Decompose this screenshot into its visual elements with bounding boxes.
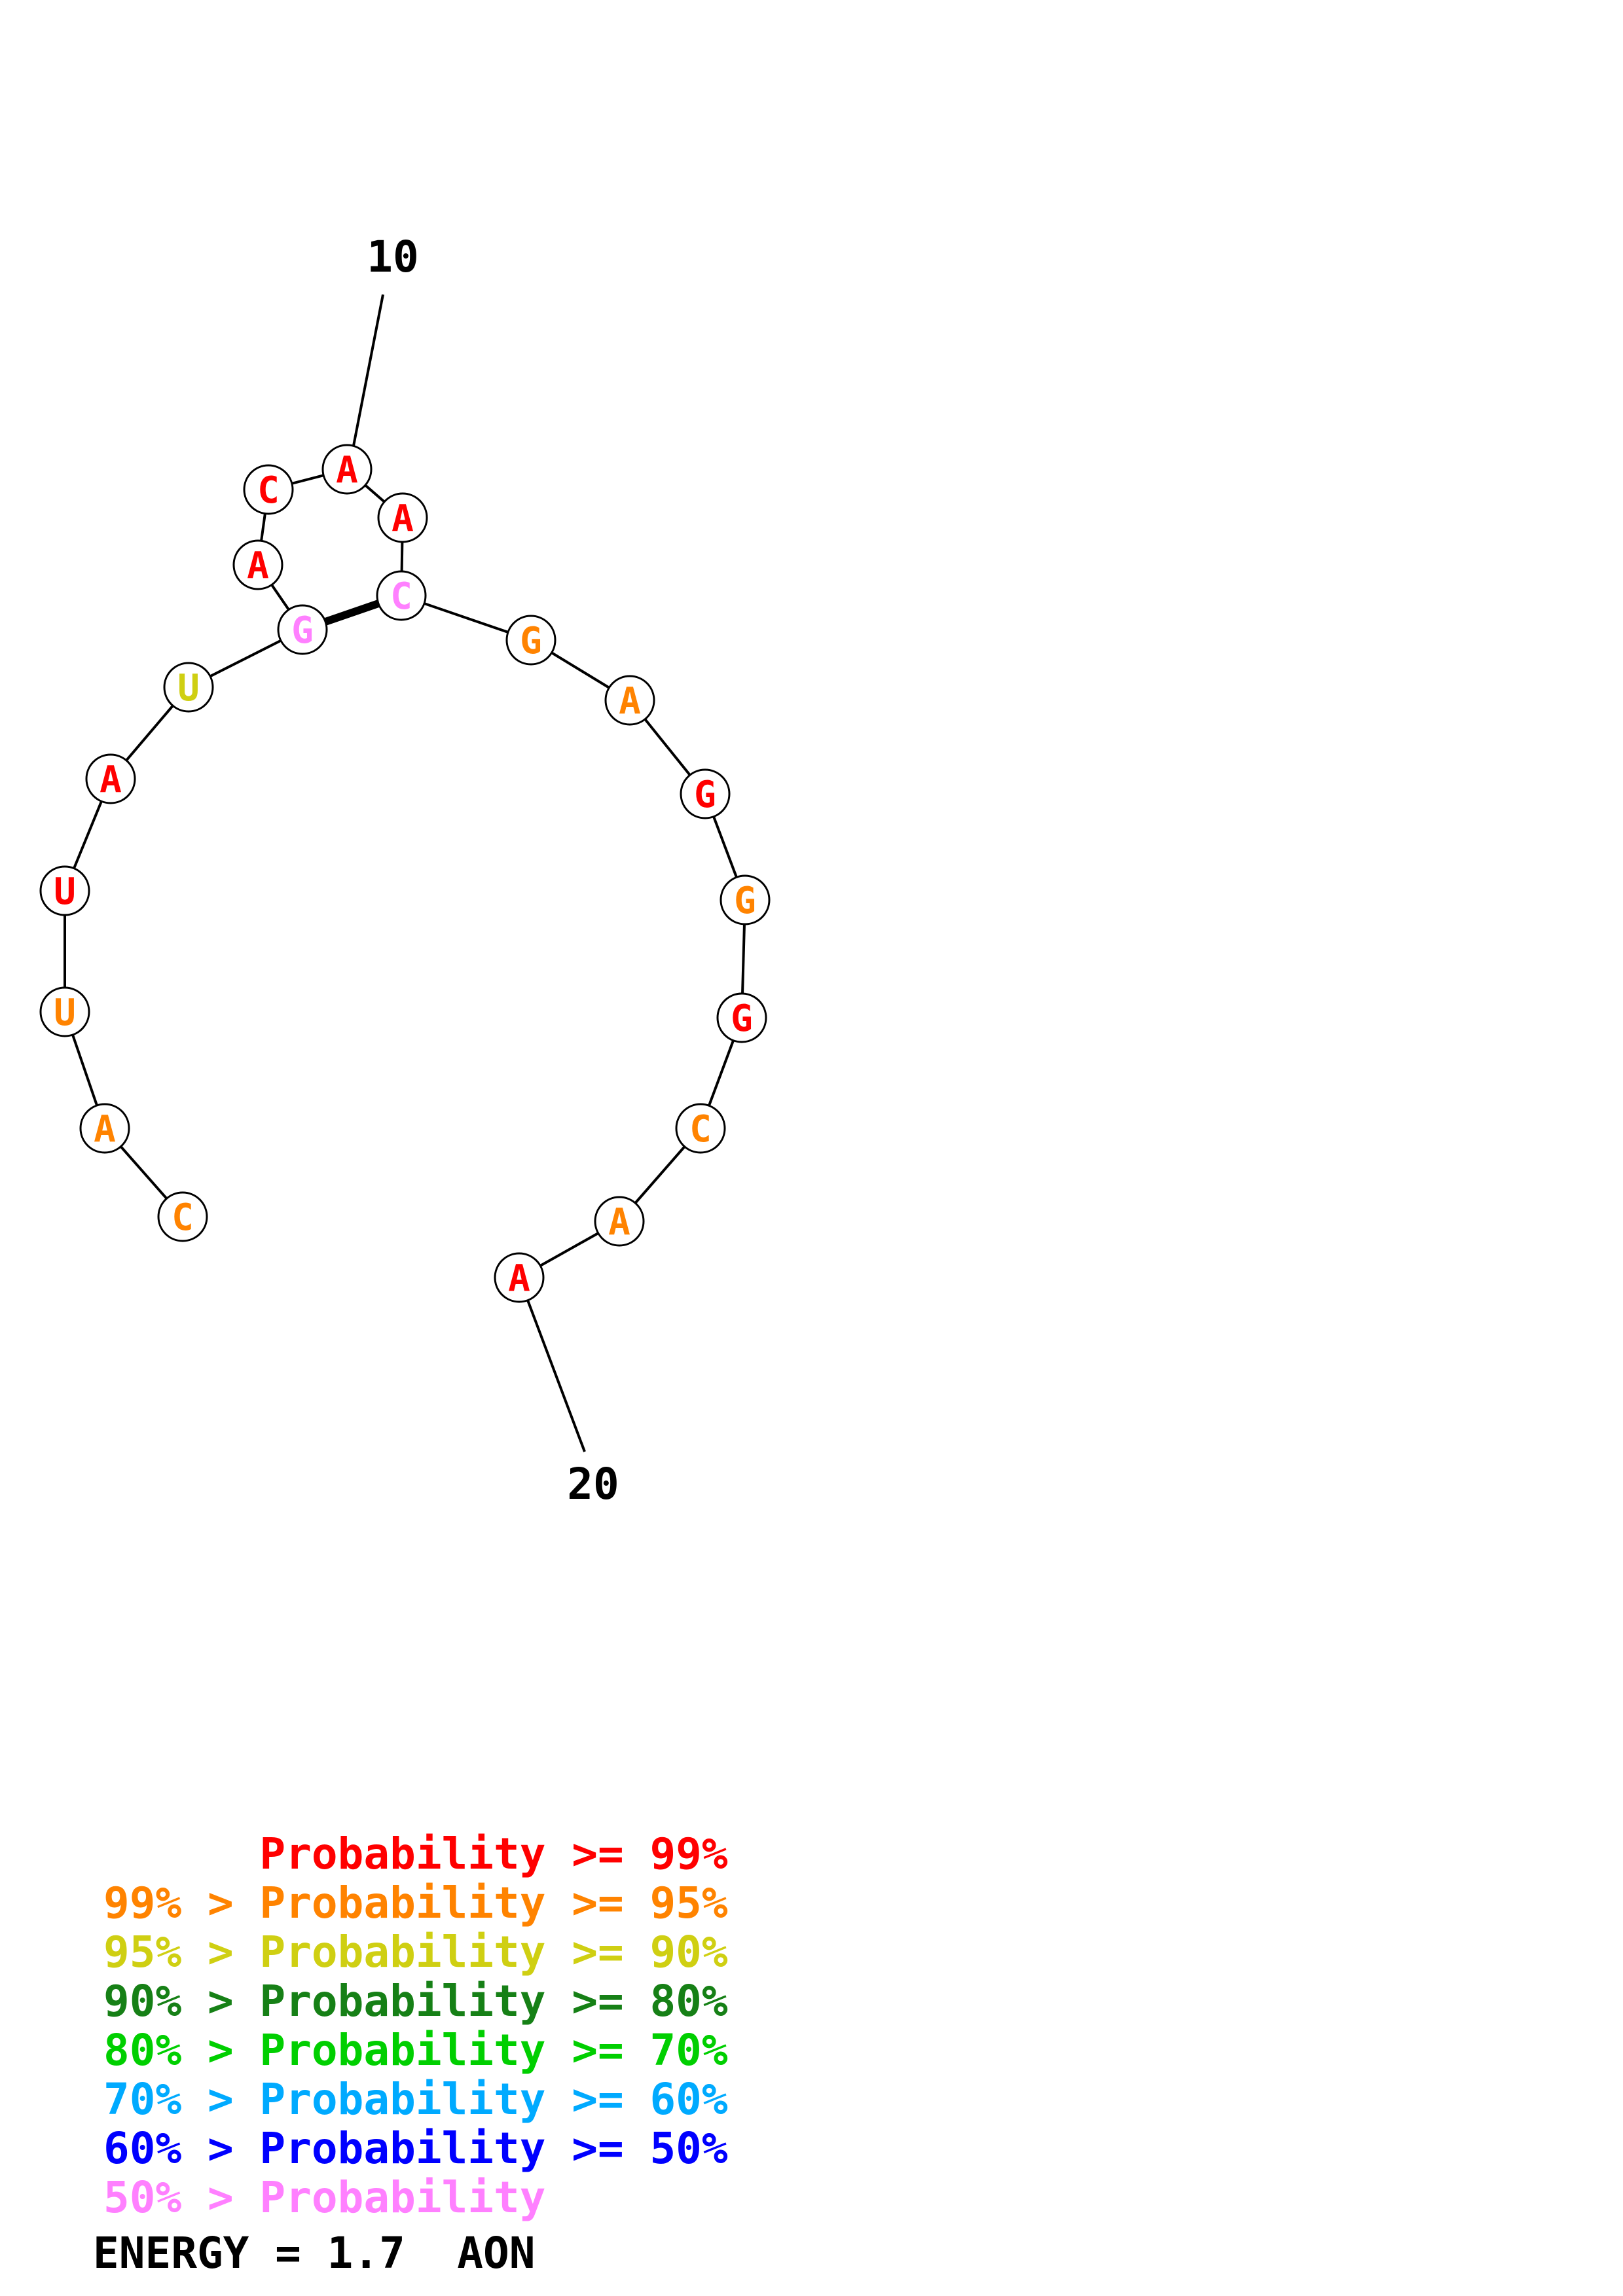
nucleotide-letter: G bbox=[734, 880, 756, 922]
legend-entry: Probability >= 99% bbox=[103, 1829, 728, 1879]
nucleotide-circle bbox=[163, 662, 214, 713]
nucleotide-letter: A bbox=[100, 759, 122, 801]
nucleotide-letter: U bbox=[54, 992, 76, 1034]
energy-label: ENERGY = 1.7 AON bbox=[93, 2228, 536, 2278]
nucleotide-circle bbox=[494, 1252, 545, 1303]
nucleotide-circle bbox=[376, 570, 427, 621]
nucleotide-circle bbox=[243, 464, 294, 515]
nucleotide-circle bbox=[157, 1191, 208, 1242]
nucleotide-letter: A bbox=[619, 680, 641, 723]
sequence-position-label: 20 bbox=[567, 1459, 619, 1509]
nucleotide-circle bbox=[377, 492, 428, 543]
legend-entry: 60% > Probability >= 50% bbox=[103, 2123, 728, 2174]
nucleotide-letter: U bbox=[54, 870, 76, 913]
legend-entry: 90% > Probability >= 80% bbox=[103, 1976, 728, 2026]
nucleotide-letter: A bbox=[392, 497, 414, 540]
nucleotide-letter: C bbox=[172, 1196, 194, 1239]
nucleotide-circle bbox=[680, 768, 731, 819]
nucleotide-circle bbox=[675, 1103, 726, 1154]
nucleotide-circle bbox=[39, 865, 90, 916]
nucleotide-letter: G bbox=[731, 997, 753, 1040]
nucleotide-letter: A bbox=[336, 449, 358, 492]
nucleotide-circle bbox=[321, 444, 373, 495]
nucleotide-letter: A bbox=[247, 545, 269, 587]
nucleotide-letter: G bbox=[694, 774, 716, 816]
nucleotide-circle bbox=[277, 604, 328, 655]
nucleotide-circle bbox=[594, 1196, 645, 1247]
legend-entry: 99% > Probability >= 95% bbox=[103, 1878, 728, 1928]
nucleotide-letter: C bbox=[390, 575, 412, 618]
legend-entry: 70% > Probability >= 60% bbox=[103, 2074, 728, 2125]
nucleotide-letter: G bbox=[291, 609, 314, 652]
legend-entry: 95% > Probability >= 90% bbox=[103, 1927, 728, 1977]
nucleotide-letter: A bbox=[608, 1201, 630, 1244]
nucleotide-circle bbox=[85, 753, 136, 804]
nucleotide-letter: A bbox=[508, 1257, 530, 1300]
nucleotide-letter: U bbox=[177, 667, 200, 709]
nucleotide-letter: A bbox=[94, 1108, 116, 1151]
nucleotide-letter: C bbox=[689, 1108, 712, 1151]
nucleotide-circle bbox=[720, 874, 771, 925]
nucleotide-circle bbox=[79, 1103, 130, 1154]
nucleotide-circle bbox=[716, 992, 767, 1043]
nucleotide-letter: G bbox=[520, 620, 542, 662]
sequence-position-label: 10 bbox=[367, 232, 418, 282]
label-leader-line bbox=[518, 1277, 586, 1452]
nucleotide-circle bbox=[604, 675, 655, 726]
nucleotide-circle bbox=[232, 539, 283, 590]
probability-legend: Probability >= 99%99% > Probability >= 9… bbox=[103, 1829, 728, 2222]
label-leader-line bbox=[348, 294, 384, 470]
legend-entry: 50% > Probability bbox=[103, 2172, 546, 2223]
nucleotide-letter: C bbox=[257, 469, 280, 512]
nucleotide-circle bbox=[505, 615, 556, 666]
legend-entry: 80% > Probability >= 70% bbox=[103, 2025, 728, 2075]
nucleotide-circle bbox=[39, 986, 90, 1037]
